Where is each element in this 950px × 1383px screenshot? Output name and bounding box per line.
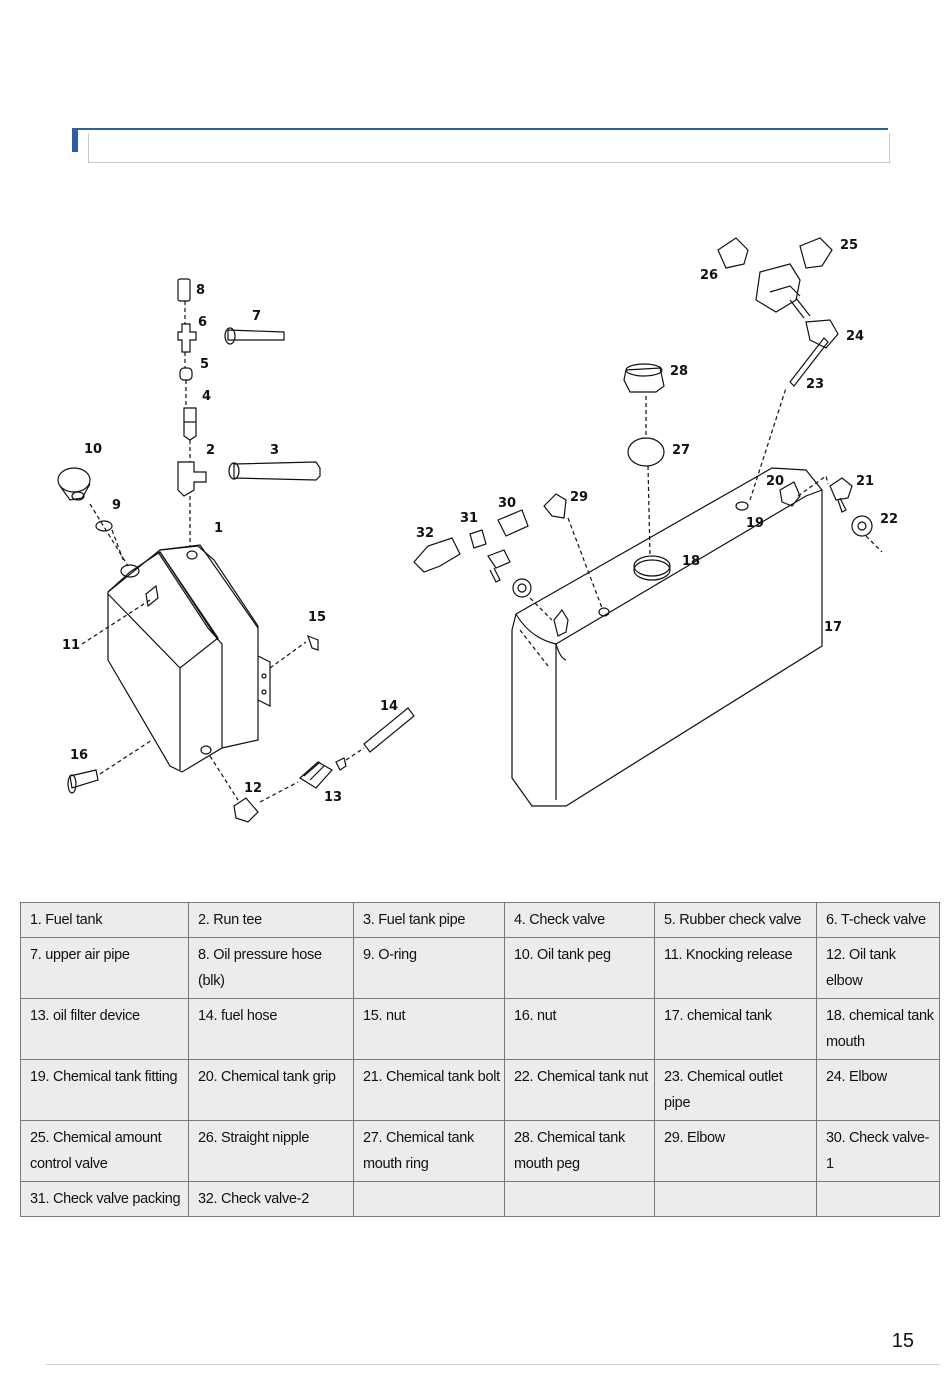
footer-rule [46, 1364, 940, 1365]
callout-11: 11 [62, 638, 80, 653]
callout-15: 15 [308, 610, 326, 625]
callout-3: 3 [270, 443, 279, 458]
table-cell: 2. Run tee [188, 902, 354, 938]
header-accent-bar [72, 128, 78, 152]
table-cell: 14. fuel hose [188, 998, 354, 1060]
callout-25: 25 [840, 238, 858, 253]
table-cell: 13. oil filter device [20, 998, 189, 1060]
table-row: 1. Fuel tank 2. Run tee 3. Fuel tank pip… [20, 902, 940, 938]
table-row: 31. Check valve packing 32. Check valve-… [20, 1181, 940, 1217]
callout-22: 22 [880, 512, 898, 527]
table-cell [816, 1181, 940, 1217]
callout-9: 9 [112, 498, 121, 513]
table-cell: 12. Oil tank elbow [816, 937, 940, 999]
callout-20: 20 [766, 474, 784, 489]
table-cell: 32. Check valve-2 [188, 1181, 354, 1217]
callout-32: 32 [416, 526, 434, 541]
callout-18: 18 [682, 554, 700, 569]
callout-2: 2 [206, 443, 215, 458]
table-cell: 11. Knocking release [654, 937, 817, 999]
table-cell: 1. Fuel tank [20, 902, 189, 938]
table-row: 13. oil filter device 14. fuel hose 15. … [20, 998, 940, 1060]
table-cell: 15. nut [353, 998, 505, 1060]
table-cell: 4. Check valve [504, 902, 655, 938]
callout-28: 28 [670, 364, 688, 379]
table-cell: 31. Check valve packing [20, 1181, 189, 1217]
table-cell: 25. Chemical amount control valve [20, 1120, 189, 1182]
callout-1: 1 [214, 521, 223, 536]
table-cell: 5. Rubber check valve [654, 902, 817, 938]
table-cell: 24. Elbow [816, 1059, 940, 1121]
table-cell: 22. Chemical tank nut [504, 1059, 655, 1121]
callout-14: 14 [380, 699, 398, 714]
table-row: 25. Chemical amount control valve 26. St… [20, 1120, 940, 1182]
parts-list-table: 1. Fuel tank 2. Run tee 3. Fuel tank pip… [20, 902, 940, 1217]
table-cell: 27. Chemical tank mouth ring [353, 1120, 505, 1182]
callout-29: 29 [570, 490, 588, 505]
table-cell: 26. Straight nipple [188, 1120, 354, 1182]
table-cell: 7. upper air pipe [20, 937, 189, 999]
callout-17: 17 [824, 620, 842, 635]
table-cell: 17. chemical tank [654, 998, 817, 1060]
table-cell [504, 1181, 655, 1217]
callout-24: 24 [846, 329, 864, 344]
callout-13: 13 [324, 790, 342, 805]
callout-7: 7 [252, 309, 261, 324]
table-row: 7. upper air pipe 8. Oil pressure hose (… [20, 937, 940, 999]
page-number: 15 [891, 1330, 914, 1352]
table-cell: 20. Chemical tank grip [188, 1059, 354, 1121]
fuel-tank-drawing [107, 544, 271, 773]
table-cell: 28. Chemical tank mouth peg [504, 1120, 655, 1182]
callout-8: 8 [196, 283, 205, 298]
table-cell: 21. Chemical tank bolt [353, 1059, 505, 1121]
callout-12: 12 [244, 781, 262, 796]
table-row: 19. Chemical tank fitting 20. Chemical t… [20, 1059, 940, 1121]
callout-16: 16 [70, 748, 88, 763]
chemical-tank-drawing [511, 467, 823, 807]
callout-30: 30 [498, 496, 516, 511]
section-title-box [88, 133, 890, 163]
table-cell: 18. chemical tank mouth [816, 998, 940, 1060]
callout-6: 6 [198, 315, 207, 330]
table-cell: 19. Chemical tank fitting [20, 1059, 189, 1121]
header-rule [72, 128, 888, 130]
table-cell: 16. nut [504, 998, 655, 1060]
table-cell [654, 1181, 817, 1217]
exploded-parts-diagram: 1 2 3 4 5 6 7 8 9 10 11 12 13 14 15 16 1… [0, 200, 950, 845]
table-cell: 6. T-check valve [816, 902, 940, 938]
callout-21: 21 [856, 474, 874, 489]
table-cell: 29. Elbow [654, 1120, 817, 1182]
table-cell [353, 1181, 505, 1217]
table-cell: 3. Fuel tank pipe [353, 902, 505, 938]
table-cell: 10. Oil tank peg [504, 937, 655, 999]
callout-26: 26 [700, 268, 718, 283]
table-cell: 9. O-ring [353, 937, 505, 999]
callout-5: 5 [200, 357, 209, 372]
table-cell: 30. Check valve-1 [816, 1120, 940, 1182]
callout-19: 19 [746, 516, 764, 531]
table-cell: 8. Oil pressure hose (blk) [188, 937, 354, 999]
callout-23: 23 [806, 377, 824, 392]
table-cell: 23. Chemical outlet pipe [654, 1059, 817, 1121]
callout-27: 27 [672, 443, 690, 458]
callout-4: 4 [202, 389, 211, 404]
callout-10: 10 [84, 442, 102, 457]
callout-31: 31 [460, 511, 478, 526]
